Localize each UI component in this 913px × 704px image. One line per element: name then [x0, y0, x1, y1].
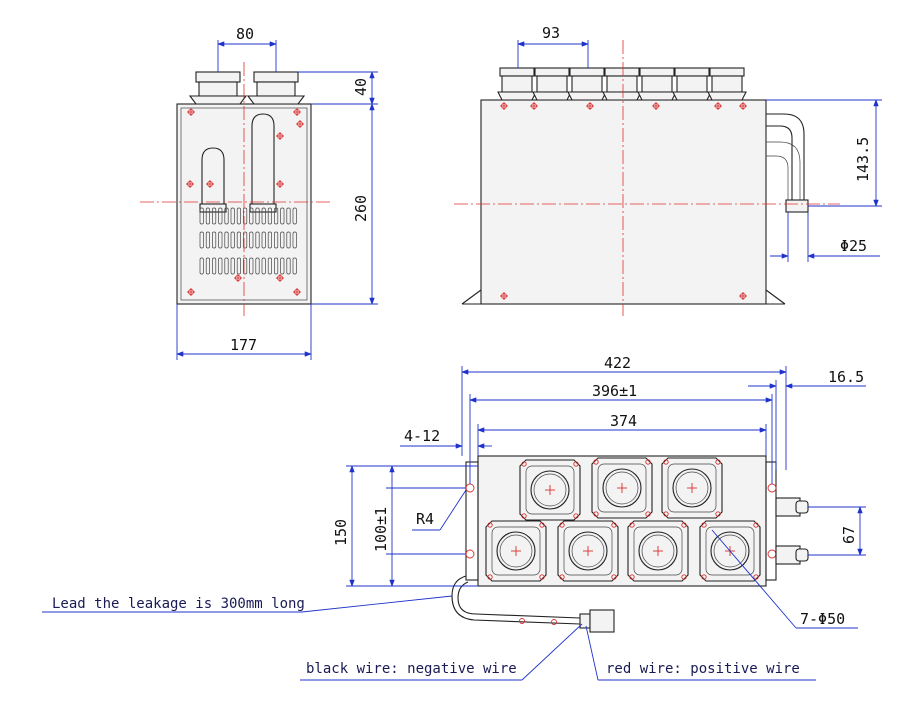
vent-slot [243, 257, 248, 275]
vent-slot [199, 207, 204, 225]
vent-slot [212, 257, 217, 275]
vent-slot [255, 257, 260, 275]
side-flange [674, 67, 710, 77]
vent-slot [218, 207, 223, 225]
outlet-port [627, 520, 689, 582]
vent-slot [292, 207, 297, 225]
vent-slot [255, 207, 260, 225]
vent-slot [286, 231, 291, 249]
dim-hole-pitch-depth: 100±1 [372, 507, 390, 552]
dim-pipe-pitch: 67 [840, 526, 858, 544]
vent-slot [261, 257, 266, 275]
front-screws [186, 108, 304, 296]
side-flange [639, 67, 675, 77]
dim-body-length: 374 [610, 412, 637, 430]
vent-slot [212, 231, 217, 249]
vent-slot [267, 231, 272, 249]
vent-slot [274, 231, 279, 249]
vent-slot [230, 257, 235, 275]
vent-slot [292, 231, 297, 249]
top-view: 422 396±1 374 16.5 4-12 R4 150 100±1 [332, 354, 866, 633]
note-lead-length: Lead the leakage is 300mm long [52, 596, 305, 612]
notes: Lead the leakage is 300mm long black wir… [42, 595, 816, 681]
dim-side-pitch: 93 [542, 24, 560, 42]
front-flange-right [246, 71, 306, 105]
outlet-port [591, 457, 653, 519]
vent-slot [267, 257, 272, 275]
inner-pipe-right [251, 113, 275, 212]
dim-front-width: 177 [230, 336, 257, 354]
dim-pipe-diameter: Φ25 [840, 237, 867, 255]
vent-slot [274, 207, 279, 225]
vent-slot [261, 231, 266, 249]
vent-slot [205, 257, 210, 275]
dim-overall-length: 422 [604, 354, 631, 372]
vent-slot [224, 257, 229, 275]
top-pipes [775, 497, 809, 565]
vent-slot [224, 207, 229, 225]
vent-slot [205, 231, 210, 249]
front-view: 80 40 260 177 [140, 25, 378, 360]
vent-slot [280, 231, 285, 249]
vent-slot [292, 257, 297, 275]
vent-slot [236, 257, 241, 275]
vent-slot [243, 207, 248, 225]
dim-depth: 150 [332, 519, 350, 546]
inner-pipe-left [201, 147, 225, 212]
outlet-port [661, 457, 723, 519]
dim-corner-radius: R4 [416, 510, 434, 528]
vent-slot [199, 257, 204, 275]
side-flange [604, 67, 640, 77]
vent-slot [218, 231, 223, 249]
vent-slot [224, 231, 229, 249]
side-flange [569, 67, 605, 77]
vent-slot [267, 207, 272, 225]
outlet-port [557, 520, 619, 582]
vent-slot [236, 207, 241, 225]
vent-slot [249, 207, 254, 225]
dim-front-flange-height: 40 [352, 78, 370, 96]
dim-port-count: 7-Φ50 [800, 610, 845, 628]
vent-slot [255, 231, 260, 249]
dim-mount-holes: 4-12 [404, 427, 440, 445]
dim-front-pitch: 80 [236, 25, 254, 43]
side-pipes [766, 113, 809, 213]
note-black-wire: black wire: negative wire [306, 661, 517, 677]
vent-slot [212, 207, 217, 225]
vent-slot [261, 207, 266, 225]
side-flange [709, 67, 745, 77]
dim-side-pipe-offset: 143.5 [854, 137, 872, 182]
vent-slot [249, 257, 254, 275]
vent-slot [218, 257, 223, 275]
vent-slot [243, 231, 248, 249]
side-view: 93 143.5 Φ25 [454, 24, 882, 316]
outlet-port [519, 459, 581, 521]
dim-side-offset: 16.5 [828, 368, 864, 386]
vent-slot [280, 257, 285, 275]
vent-slots [199, 207, 297, 275]
outlet-port [485, 520, 547, 582]
vent-slot [274, 257, 279, 275]
dim-front-height: 260 [352, 195, 370, 222]
vent-slot [230, 231, 235, 249]
note-red-wire: red wire: positive wire [606, 661, 800, 677]
vent-slot [199, 231, 204, 249]
front-flange-left [188, 71, 248, 105]
side-view-body [480, 99, 767, 305]
side-flange [534, 67, 570, 77]
vent-slot [230, 207, 235, 225]
vent-slot [280, 207, 285, 225]
vent-slot [205, 207, 210, 225]
side-flanges [497, 67, 747, 101]
side-screws [500, 102, 747, 300]
vent-slot [286, 207, 291, 225]
vent-slot [249, 231, 254, 249]
vent-slot [236, 231, 241, 249]
dim-hole-span: 396±1 [592, 382, 637, 400]
vent-slot [286, 257, 291, 275]
side-flange [499, 67, 535, 77]
